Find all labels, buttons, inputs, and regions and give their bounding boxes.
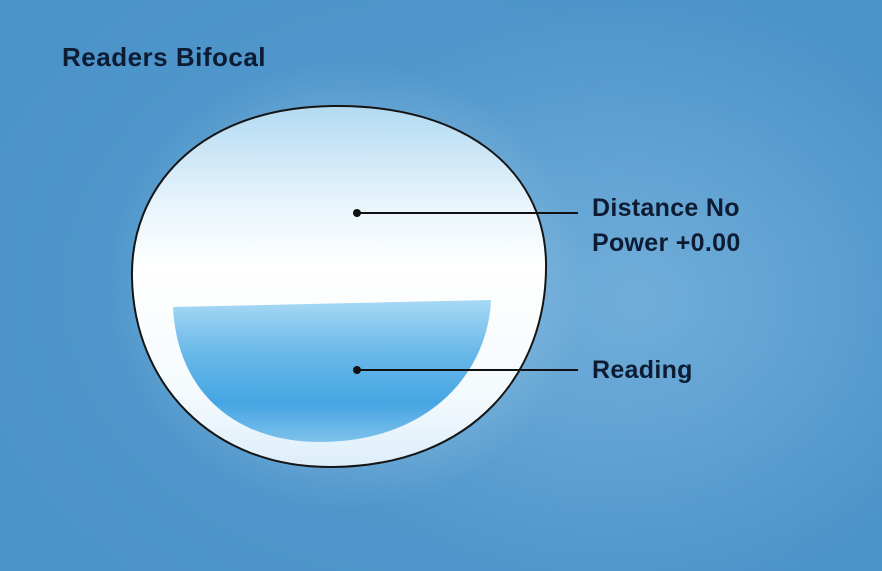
distance-label-line2: Power +0.00 — [592, 229, 741, 257]
distance-label: Distance No Power +0.00 — [592, 191, 741, 261]
reading-segment — [173, 300, 491, 443]
reading-label: Reading — [592, 356, 693, 384]
distance-point — [353, 209, 361, 217]
reading-point — [353, 366, 361, 374]
diagram-title: Readers Bifocal — [62, 42, 267, 72]
distance-label-line1: Distance No — [592, 194, 740, 222]
